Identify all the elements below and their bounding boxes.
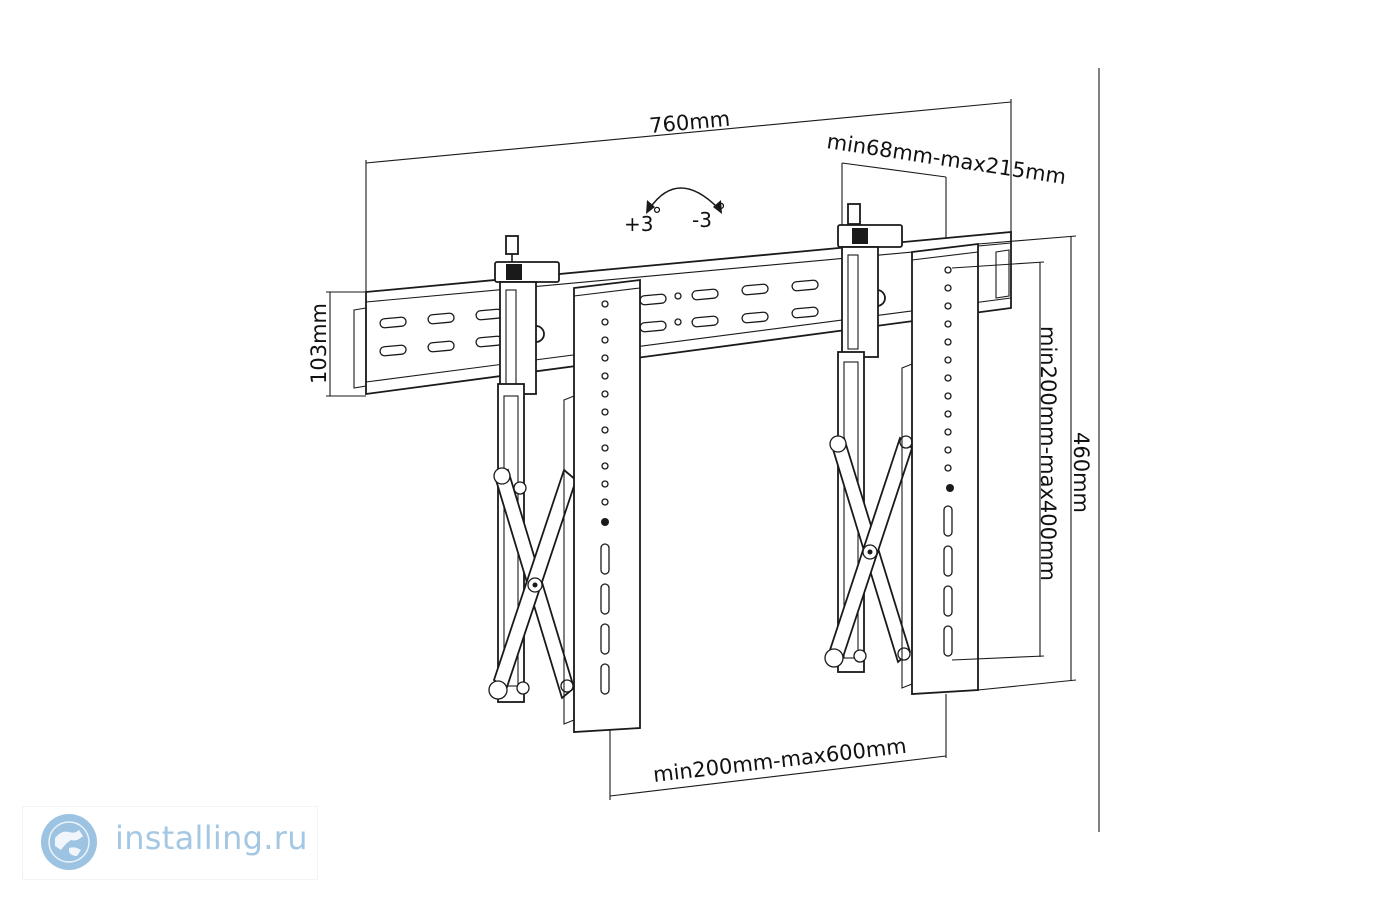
right-arm-assembly [824, 203, 914, 673]
vertical-pattern-label: min200mm-max400mm [1036, 326, 1060, 581]
globe-logo-icon [41, 814, 97, 870]
tilt-up-value: +3 [624, 212, 653, 236]
left-arm-assembly [488, 235, 578, 703]
tilt-arrow-left-icon [646, 200, 655, 214]
rail-height-dimension: 103mm [307, 291, 366, 397]
tilt-down-unit: ° [716, 199, 726, 223]
tilt-indicator: +3 ° -3 ° [624, 187, 726, 236]
left-vertical-plate [563, 278, 641, 800]
width-dimension: 760mm [365, 99, 1012, 292]
rail-height-label: 103mm [307, 303, 331, 384]
vertical-pattern-dimension: min200mm-max400mm [951, 261, 1060, 661]
tilt-up-unit: ° [652, 203, 662, 227]
rail-slots [379, 279, 819, 357]
width-dimension-label: 760mm [648, 107, 731, 138]
plate-height-dimension: 460mm [977, 235, 1093, 691]
tilt-arc [649, 187, 719, 209]
right-plate-holes [943, 266, 954, 657]
horizontal-pattern-label: min200mm-max600mm [652, 734, 908, 787]
watermark-text: installing.ru [115, 819, 308, 857]
left-plate-holes [600, 300, 610, 695]
plate-height-label: 460mm [1069, 432, 1093, 513]
depth-dimension: min68mm-max215mm [825, 129, 1068, 238]
tilt-arrow-right-icon [713, 200, 722, 214]
horizontal-pattern-dimension: min200mm-max600mm [609, 734, 947, 797]
tilt-down-value: -3 [692, 208, 712, 232]
right-vertical-plate [901, 242, 979, 758]
watermark: installing.ru [22, 806, 318, 880]
